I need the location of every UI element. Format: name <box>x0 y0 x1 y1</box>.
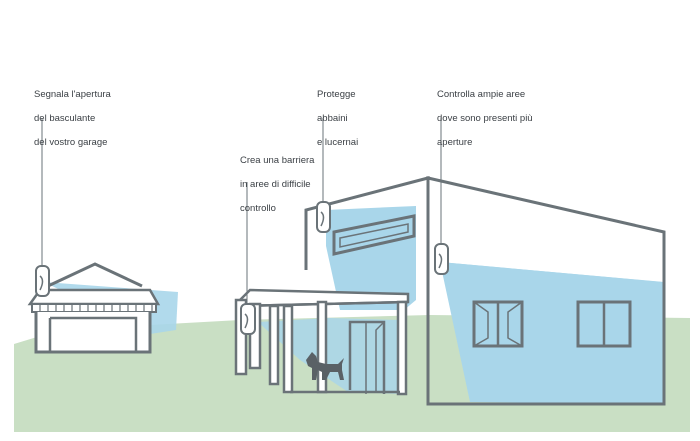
barrier-callout-line-3: controllo <box>240 203 276 214</box>
dog-icon <box>306 352 344 380</box>
wide-area-motion-sensor-icon <box>434 243 449 275</box>
window-left <box>472 300 524 348</box>
house <box>234 118 666 406</box>
garage-callout-line-2: del basculante <box>34 113 96 124</box>
wide-area-callout-label: Controlla ampie aree dove sono presenti … <box>437 77 533 161</box>
window-right <box>576 300 632 348</box>
wide-area-callout-line-2: dove sono presenti più <box>437 113 533 124</box>
garage-callout-line-3: del vostro garage <box>34 137 108 148</box>
barrier-curtain-sensor-icon <box>240 303 256 335</box>
skylight-window <box>332 214 416 256</box>
garage-door <box>48 316 138 352</box>
barrier-callout-label: Crea una barriera in aree di difficile c… <box>240 143 314 227</box>
garage-callout-label: Segnala l'apertura del basculante del vo… <box>34 77 111 161</box>
wide-area-callout-line-1: Controlla ampie aree <box>437 89 526 100</box>
pergola <box>234 288 410 396</box>
skylight-callout-line-3: e lucernai <box>317 137 359 148</box>
skylight-callout-line-2: abbaini <box>317 113 348 124</box>
garage-callout-line-1: Segnala l'apertura <box>34 89 111 100</box>
skylight-motion-sensor-icon <box>316 201 331 233</box>
garage-motion-sensor-icon <box>35 265 50 297</box>
garage-walls <box>34 312 152 354</box>
wide-area-callout-line-3: aperture <box>437 137 473 148</box>
barrier-callout-line-1: Crea una barriera <box>240 155 315 166</box>
patio-door <box>348 320 386 394</box>
barrier-callout-line-2: in aree di difficile <box>240 179 311 190</box>
garage <box>27 118 178 354</box>
skylight-callout-label: Protegge abbaini e lucernai <box>317 77 358 161</box>
skylight-callout-line-1: Protegge <box>317 89 356 100</box>
garage-gable <box>47 262 143 288</box>
